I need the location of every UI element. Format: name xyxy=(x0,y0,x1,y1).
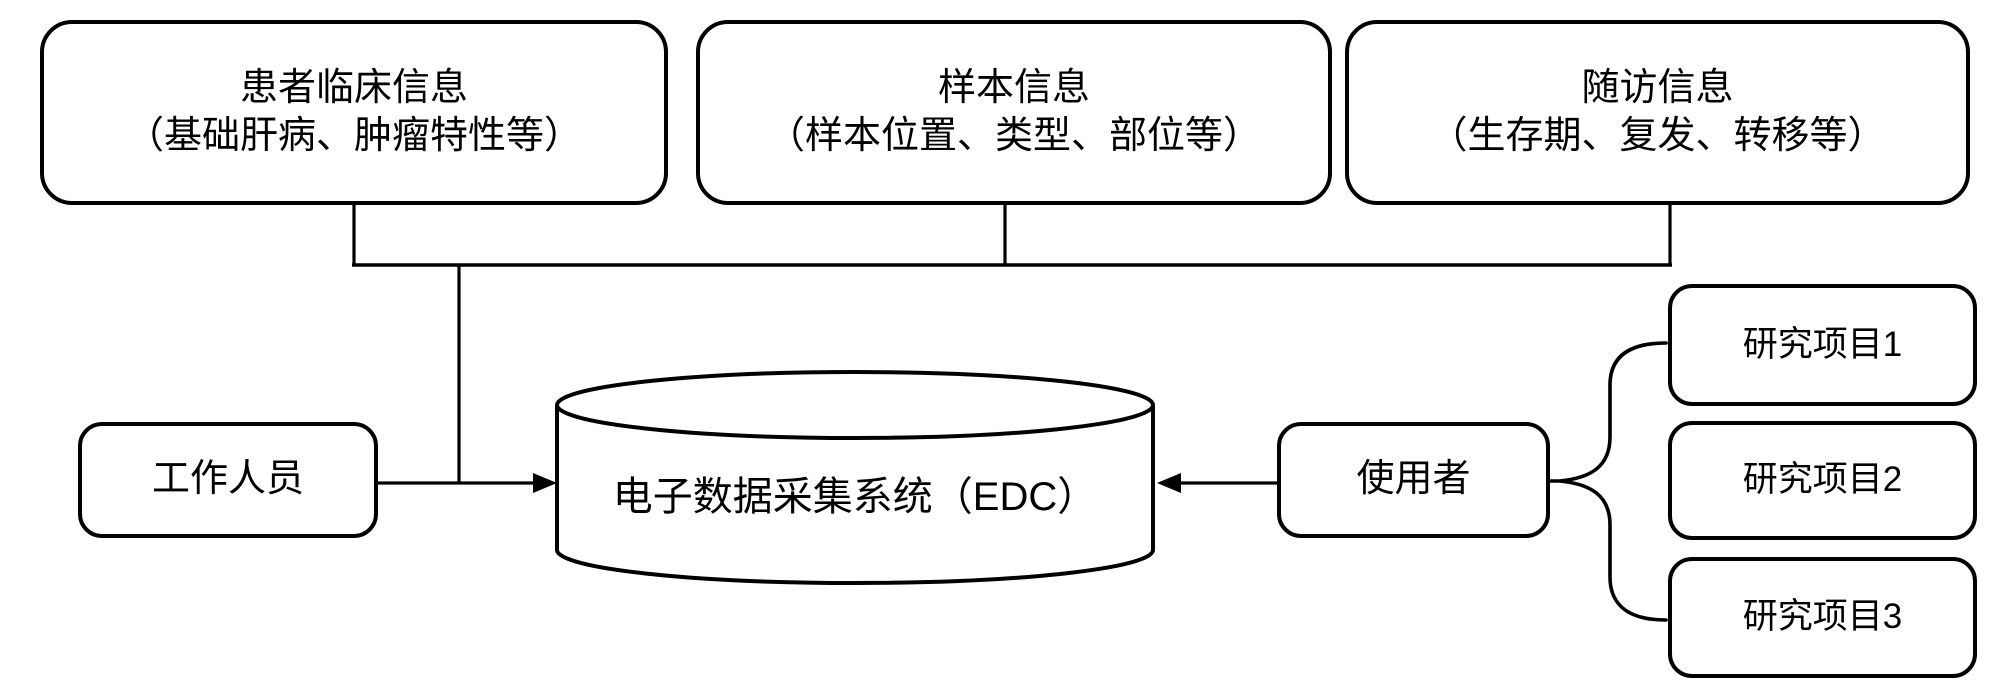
box-research-project-2: 研究项目2 xyxy=(1668,421,1977,540)
box-sample-info: 样本信息 （样本位置、类型、部位等） xyxy=(696,20,1332,205)
edc-system-label: 电子数据采集系统（EDC） xyxy=(612,475,1098,519)
research-project-3-label: 研究项目3 xyxy=(1742,597,1903,637)
patient-clinical-info-title: 患者临床信息 xyxy=(239,66,468,109)
followup-info-detail: （生存期、复发、转移等） xyxy=(1429,114,1886,157)
box-research-project-1: 研究项目1 xyxy=(1668,284,1977,406)
patient-clinical-info-detail: （基础肝病、肿瘤特性等） xyxy=(125,114,582,157)
arrowhead-staff-to-edc xyxy=(533,473,557,493)
box-research-project-3: 研究项目3 xyxy=(1668,557,1977,678)
research-project-2-label: 研究项目2 xyxy=(1742,460,1903,500)
box-user: 使用者 xyxy=(1277,422,1550,538)
research-project-1-label: 研究项目1 xyxy=(1742,324,1903,364)
cylinder-body xyxy=(555,405,1155,585)
cylinder-top xyxy=(555,370,1155,440)
staff-label: 工作人员 xyxy=(151,458,304,501)
arrowhead-user-to-edc xyxy=(1157,473,1181,493)
brace-connector-user-to-projects xyxy=(1548,341,1668,622)
followup-info-title: 随访信息 xyxy=(1581,66,1734,109)
sample-info-detail: （样本位置、类型、部位等） xyxy=(766,114,1261,157)
user-label: 使用者 xyxy=(1356,458,1471,501)
box-staff: 工作人员 xyxy=(78,422,378,538)
sample-info-title: 样本信息 xyxy=(937,66,1090,109)
box-followup-info: 随访信息 （生存期、复发、转移等） xyxy=(1345,20,1970,205)
edc-cylinder-shape xyxy=(555,370,1155,585)
box-patient-clinical-info: 患者临床信息 （基础肝病、肿瘤特性等） xyxy=(40,20,668,205)
